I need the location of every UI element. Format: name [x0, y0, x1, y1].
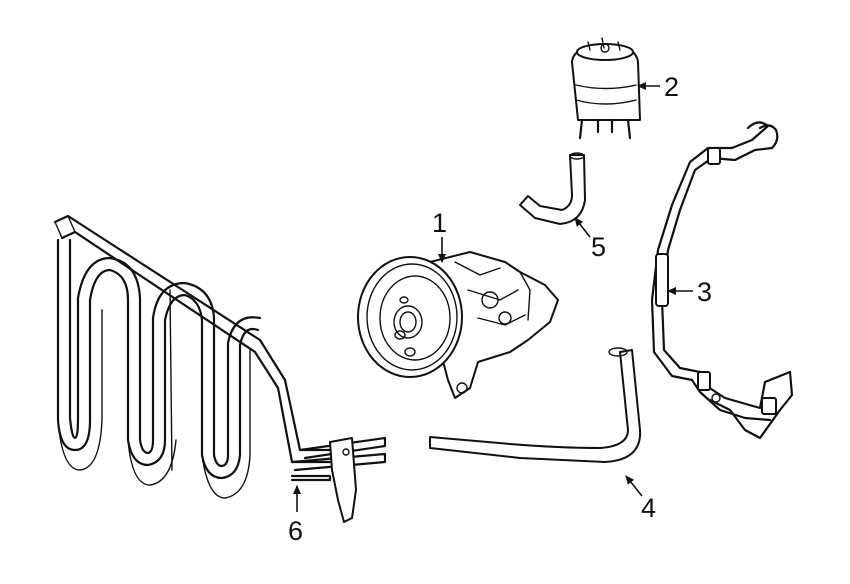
callout-1: 1 [432, 208, 447, 238]
pressure-hose-part [650, 121, 794, 440]
power-steering-pump-part [357, 251, 559, 399]
fluid-reservoir-part [571, 37, 641, 140]
callout-5: 5 [591, 232, 606, 262]
supply-hose-part [519, 152, 586, 225]
return-hose-part [429, 347, 642, 463]
callout-6: 6 [288, 516, 303, 546]
leader-4 [625, 475, 643, 497]
callout-4: 4 [641, 493, 656, 523]
callout-labels: 1 2 3 4 5 6 [288, 72, 712, 546]
callout-2: 2 [664, 72, 679, 102]
leader-lines [293, 82, 693, 512]
leader-5 [574, 217, 591, 238]
callout-3: 3 [697, 277, 712, 307]
cooler-line-part [53, 214, 387, 523]
